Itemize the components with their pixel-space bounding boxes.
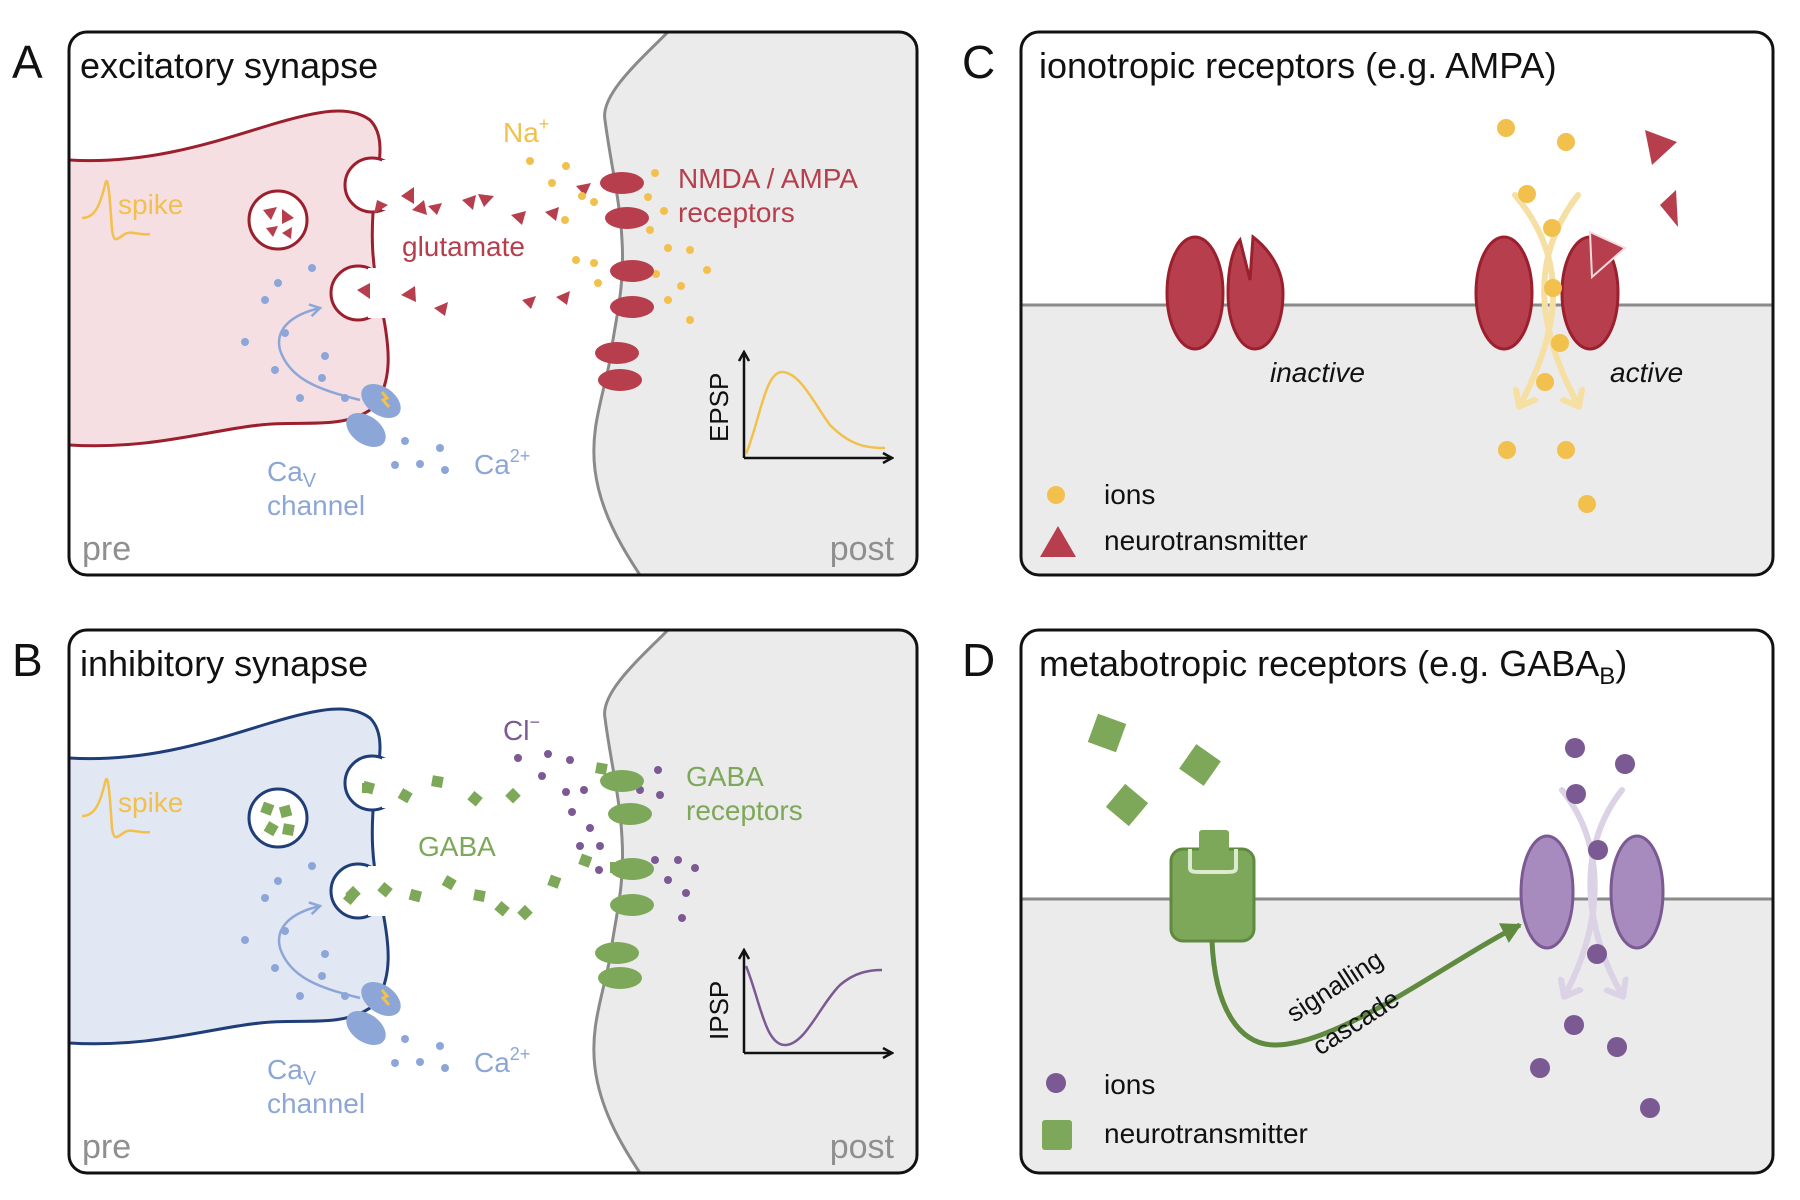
- panel-title-d: metabotropic receptors (e.g. GABAB): [1039, 643, 1627, 690]
- gaba-label: GABA: [418, 831, 496, 862]
- epsp-plot: EPSP: [704, 352, 892, 458]
- ion-flow-arrow-right: [1587, 787, 1622, 995]
- panel-b: B spike: [12, 628, 919, 1175]
- glutamate-molecules: [401, 183, 591, 316]
- calcium-influx-arrow: [277, 308, 361, 402]
- legend-d: ions neurotransmitter: [1042, 1069, 1308, 1150]
- synaptic-vesicle: [247, 189, 309, 251]
- panel-letter-b: B: [12, 634, 43, 686]
- c-neurotransmitters: [1588, 130, 1678, 280]
- synaptic-vesicle: [247, 787, 309, 849]
- panel-title-c: ionotropic receptors (e.g. AMPA): [1039, 45, 1557, 86]
- receptors-label-line2: receptors: [678, 197, 795, 228]
- calcium-ions: [241, 264, 449, 474]
- gaba-receptors: [595, 770, 654, 989]
- panel-letter-c: C: [962, 36, 995, 88]
- sodium-ions: [526, 157, 711, 324]
- ion-flow-arrow-left: [1562, 787, 1598, 995]
- chloride-ions: [514, 750, 699, 922]
- nmda-ampa-receptors: [595, 172, 654, 391]
- ipsp-plot: IPSP: [704, 950, 892, 1053]
- epsp-axis-label: EPSP: [704, 373, 734, 442]
- legend-neurotransmitter-label: neurotransmitter: [1104, 525, 1308, 556]
- pre-label: pre: [82, 530, 131, 568]
- calcium-label: Ca2+: [474, 1044, 530, 1078]
- panel-letter-a: A: [12, 36, 43, 88]
- panel-title-a: excitatory synapse: [80, 45, 378, 86]
- legend-neurotransmitter-swatch: [1042, 1120, 1072, 1150]
- d-neurotransmitters: [1087, 713, 1221, 827]
- label-active: active: [1610, 357, 1683, 388]
- channel-label: channel: [267, 1088, 365, 1119]
- spike-icon: [81, 777, 151, 839]
- legend-ions-label: ions: [1104, 1069, 1155, 1100]
- ipsp-axis-label: IPSP: [704, 981, 734, 1040]
- glutamate-label: glutamate: [402, 231, 525, 262]
- ion-flow-arrow-right: [1541, 192, 1578, 405]
- calcium-ions: [241, 862, 449, 1072]
- ipsp-trace: [744, 965, 883, 1047]
- legend-ion-swatch: [1046, 1073, 1066, 1093]
- post-label: post: [830, 530, 895, 568]
- pre-label: pre: [82, 1128, 131, 1166]
- panel-a: A spike: [12, 30, 919, 577]
- ion-channel: [1519, 834, 1665, 950]
- c-ions: [1497, 119, 1596, 513]
- spike-label: spike: [118, 189, 183, 220]
- legend-neurotransmitter-swatch: [1040, 526, 1076, 557]
- receptors-label-line1: NMDA / AMPA: [678, 163, 858, 194]
- legend-neurotransmitter-label: neurotransmitter: [1104, 1118, 1308, 1149]
- channel-label: channel: [267, 490, 365, 521]
- panel-letter-d: D: [962, 634, 995, 686]
- legend-ion-swatch: [1047, 486, 1065, 504]
- label-inactive: inactive: [1270, 357, 1365, 388]
- legend-c: ions neurotransmitter: [1040, 479, 1308, 557]
- panel-d: D signalling cascade: [962, 628, 1775, 1175]
- calcium-influx-arrow: [277, 906, 361, 1000]
- epsp-trace: [744, 370, 886, 455]
- post-label: post: [830, 1128, 895, 1166]
- spike-label: spike: [118, 787, 183, 818]
- signalling-cascade-arrow: [1209, 922, 1522, 1048]
- cav-label: CaV: [267, 456, 317, 492]
- d-ions: [1530, 738, 1660, 1118]
- receptor-inactive: [1165, 234, 1285, 351]
- metabotropic-receptor: [1169, 830, 1256, 943]
- receptors-label-line1: GABA: [686, 761, 764, 792]
- cav-channel: [346, 383, 401, 448]
- cell-interior: [1021, 305, 1773, 575]
- presynaptic-terminal: [69, 109, 390, 448]
- calcium-label: Ca2+: [474, 446, 530, 480]
- presynaptic-terminal: [69, 707, 390, 1046]
- legend-ions-label: ions: [1104, 479, 1155, 510]
- cav-channel: [346, 981, 401, 1046]
- receptors-label-line2: receptors: [686, 795, 803, 826]
- sodium-label: Na+: [503, 114, 549, 148]
- panel-title-b: inhibitory synapse: [80, 643, 368, 684]
- gaba-molecules: [345, 762, 621, 921]
- chloride-label: Cl−: [503, 712, 540, 746]
- spike-icon: [81, 179, 151, 241]
- panel-c: C inactive: [962, 30, 1775, 577]
- cav-label: CaV: [267, 1054, 317, 1090]
